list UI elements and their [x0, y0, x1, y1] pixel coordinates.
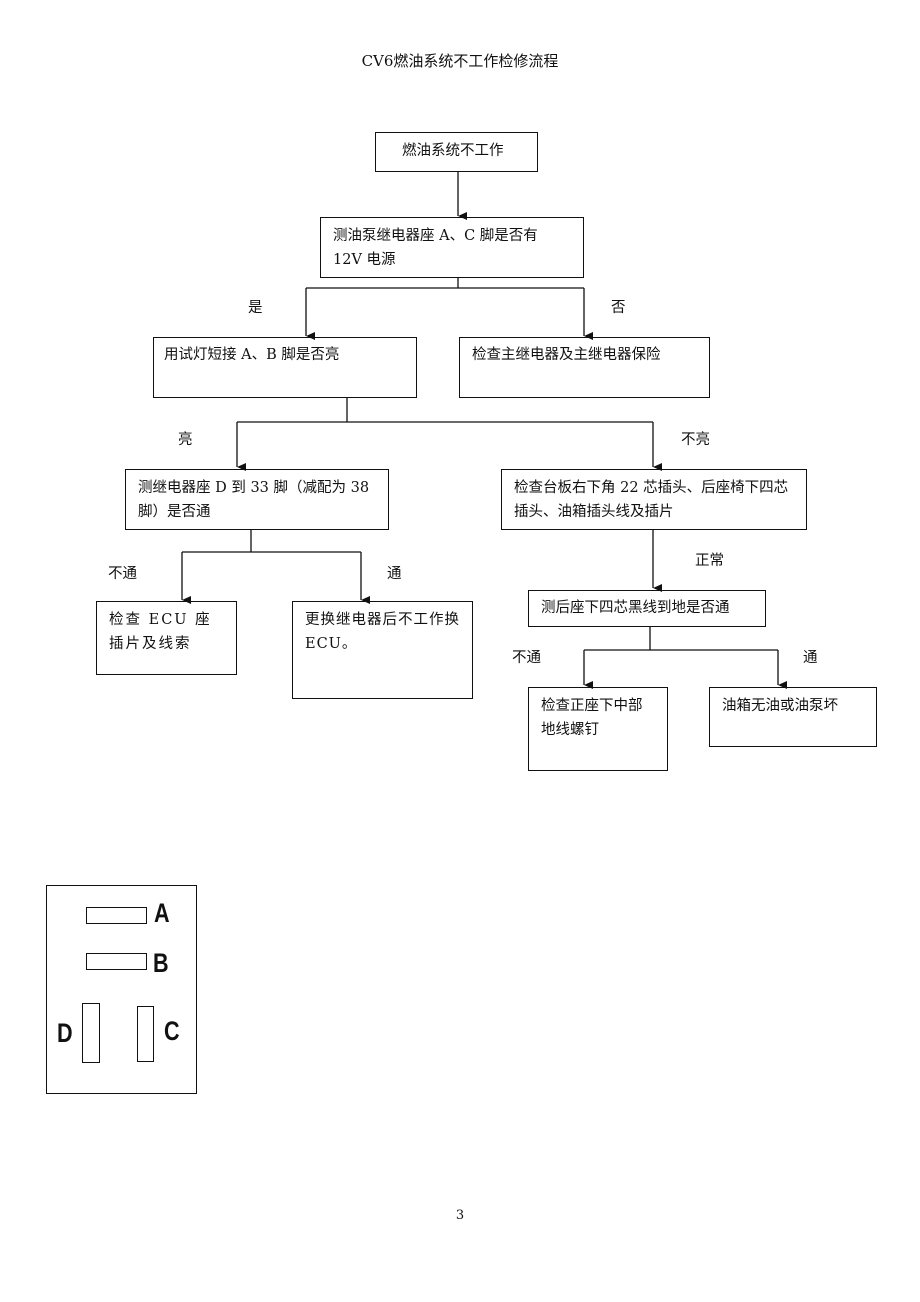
ecu-check-box: 检查 ECU 座插片及线索	[96, 601, 237, 675]
ecu-replace-box: 更换继电器后不工作换 ECU。	[292, 601, 473, 699]
q1-power-check-box: 测油泵继电器座 A、C 脚是否有 12V 电源	[320, 217, 584, 278]
start-box: 燃油系统不工作	[375, 132, 538, 172]
pin-c-slot	[137, 1006, 154, 1062]
label-q5-closed: 通	[803, 650, 818, 666]
pin-d-label: D	[57, 1018, 73, 1048]
label-q4-normal: 正常	[695, 553, 724, 569]
label-q3-closed: 通	[387, 566, 402, 582]
label-q2-lit: 亮	[178, 432, 193, 448]
q2-test-lamp-box: 用试灯短接 A、B 脚是否亮	[153, 337, 417, 398]
q3-continuity-box: 测继电器座 D 到 33 脚（减配为 38 脚）是否通	[125, 469, 389, 530]
pin-a-slot	[86, 907, 147, 924]
label-q5-open: 不通	[512, 650, 541, 666]
label-q2-unlit: 不亮	[681, 432, 710, 448]
q4-connector-check-box: 检查台板右下角 22 芯插头、后座椅下四芯插头、油箱插头线及插片	[501, 469, 807, 530]
ground-screw-check-box: 检查正座下中部地线螺钉	[528, 687, 668, 771]
page-number: 3	[455, 1208, 465, 1223]
page-title: CV6燃油系统不工作检修流程	[361, 52, 559, 70]
pin-a-label: A	[154, 898, 170, 928]
label-q1-yes: 是	[248, 300, 263, 316]
pin-c-label: C	[164, 1016, 180, 1046]
main-relay-check-box: 检查主继电器及主继电器保险	[459, 337, 710, 398]
q5-ground-continuity-box: 测后座下四芯黑线到地是否通	[528, 590, 766, 627]
tank-pump-result-box: 油箱无油或油泵坏	[709, 687, 877, 747]
label-q3-open: 不通	[108, 566, 137, 582]
label-q1-no: 否	[611, 300, 626, 316]
pin-b-slot	[86, 953, 147, 970]
pin-d-slot	[82, 1003, 100, 1063]
pin-b-label: B	[153, 948, 169, 978]
relay-socket-diagram: A B D C	[46, 885, 197, 1094]
